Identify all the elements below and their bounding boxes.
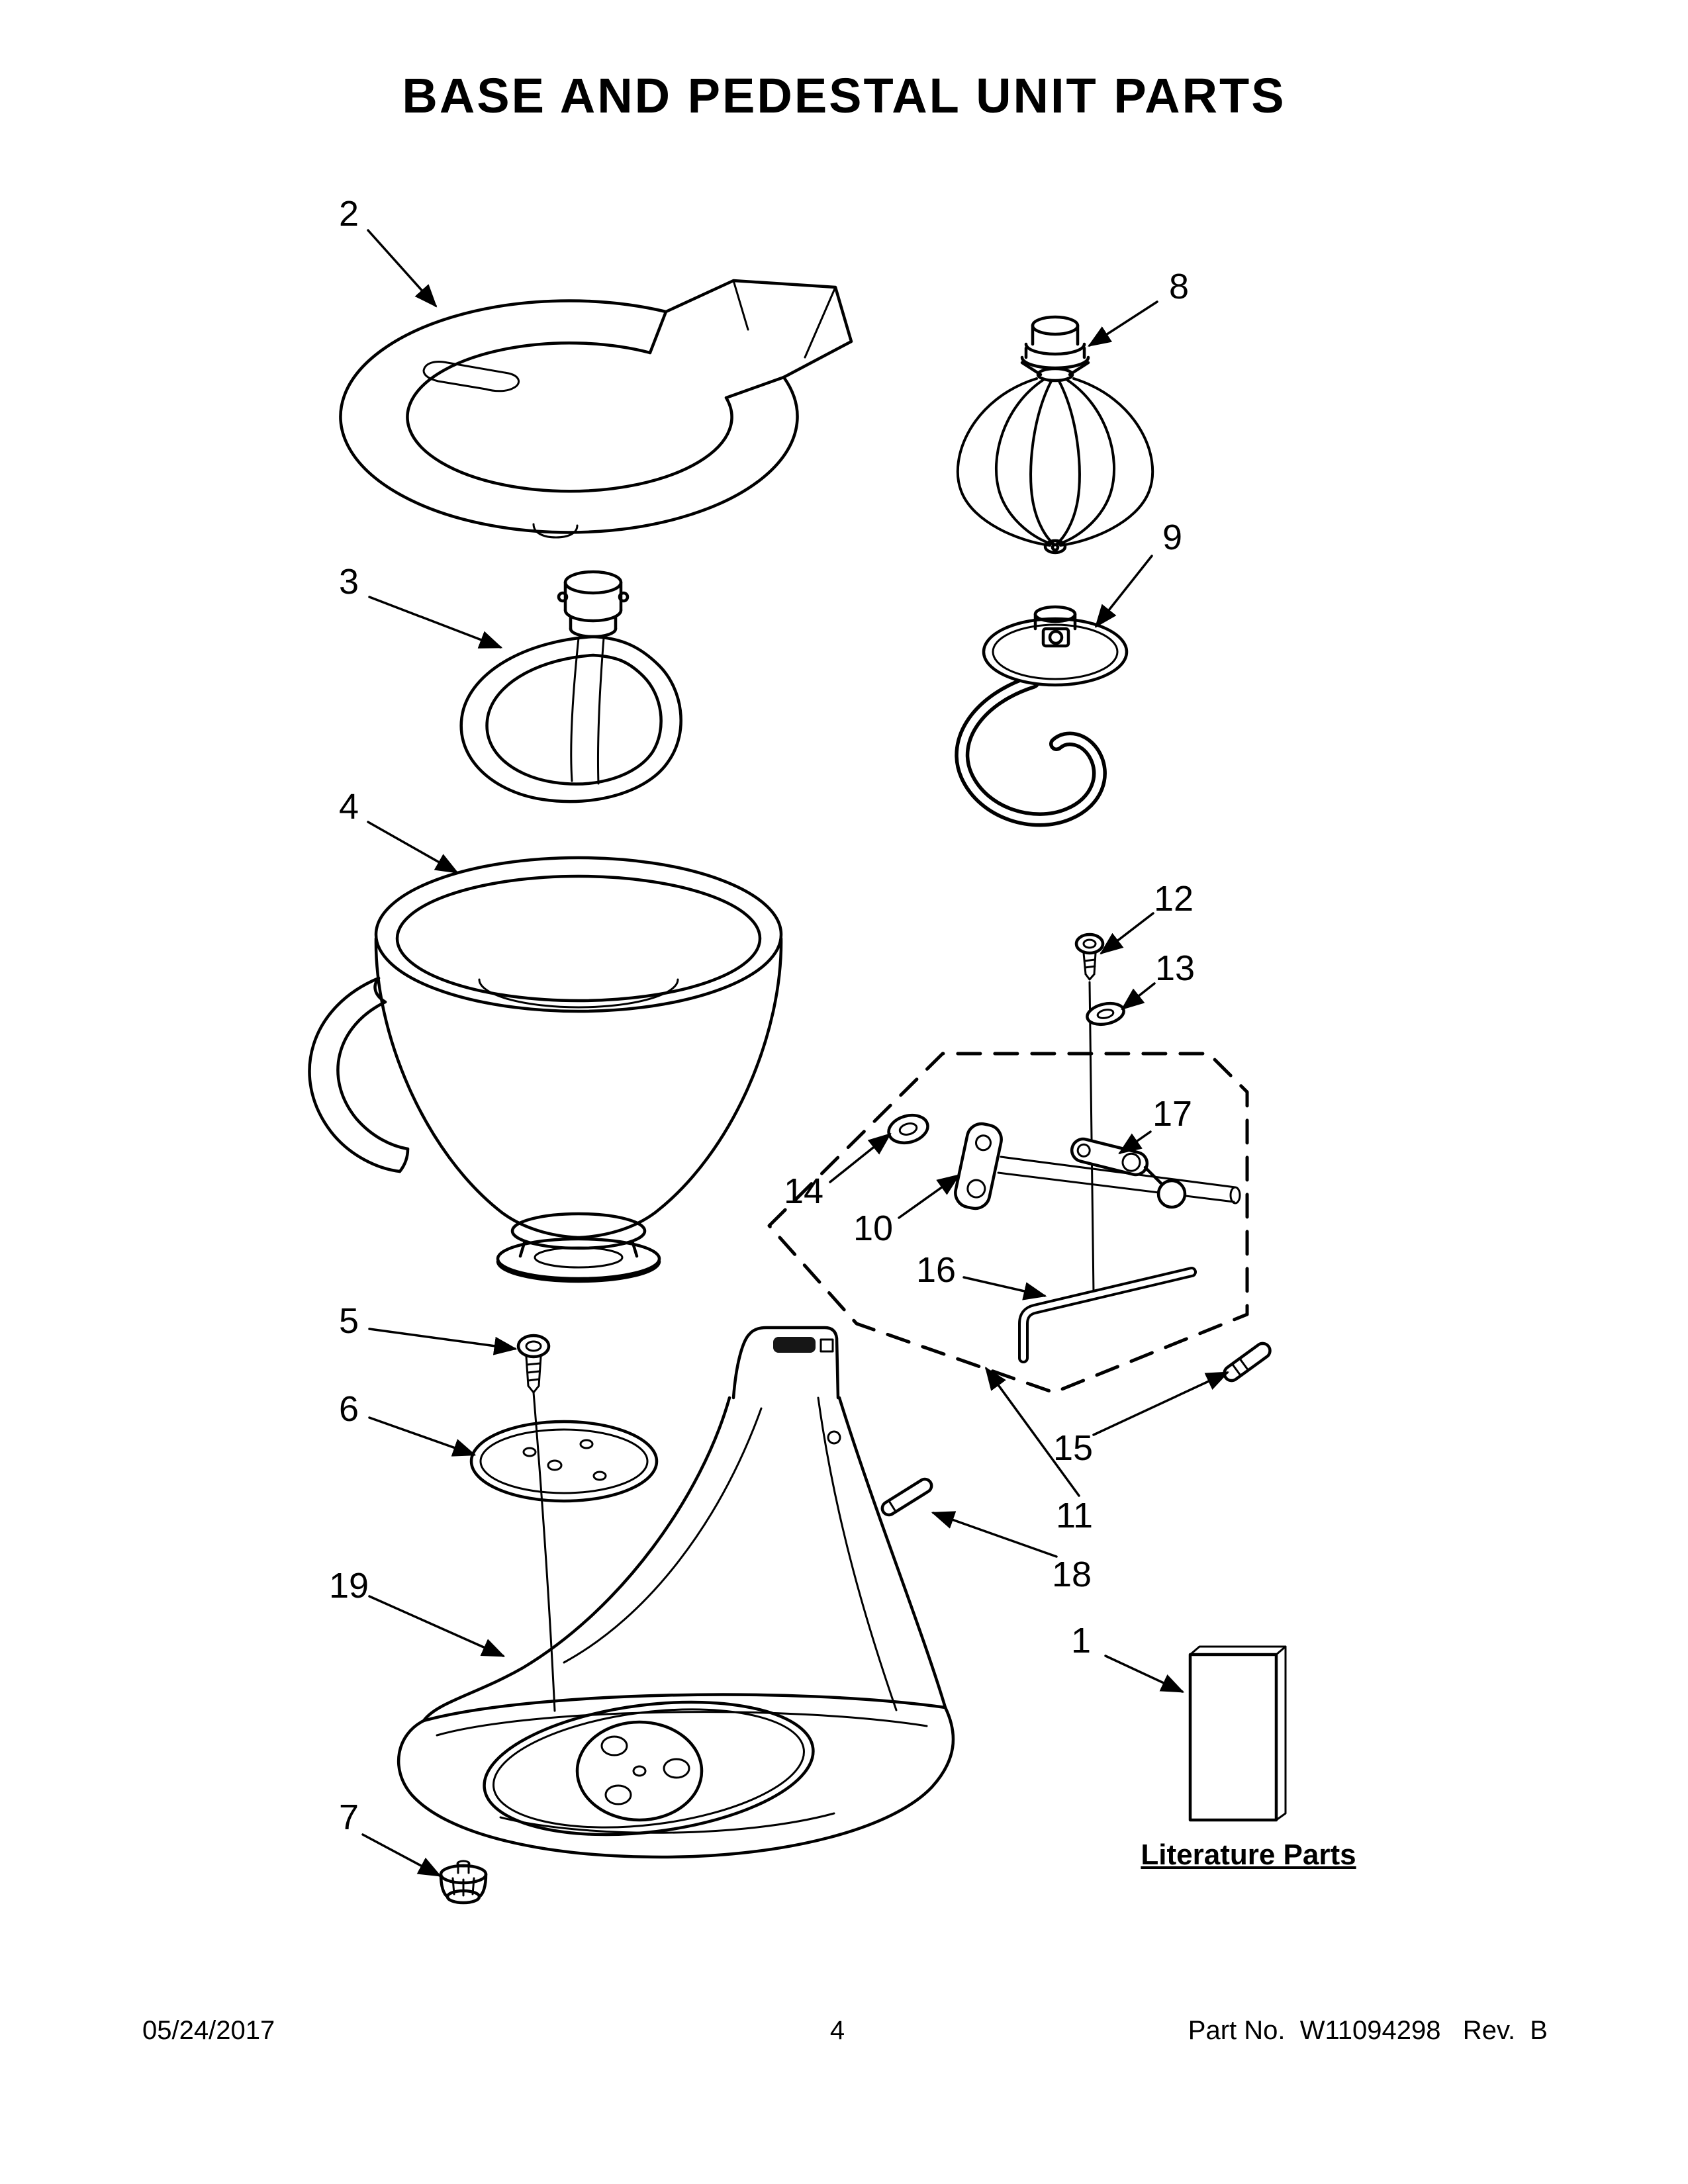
leader-3 (368, 596, 503, 649)
pin-15-drawing (1223, 1342, 1272, 1383)
leader-14 (829, 1132, 892, 1183)
callout-part-2: 2 (338, 194, 359, 234)
leader-17 (1118, 1130, 1152, 1154)
leader-4 (367, 821, 459, 874)
screw-5-drawing (516, 1334, 556, 1712)
wire-whip-drawing (956, 315, 1154, 555)
leader-8 (1088, 300, 1158, 347)
leader-2 (367, 229, 438, 308)
callout-part-6: 6 (338, 1389, 359, 1429)
leader-15 (1092, 1371, 1230, 1436)
foot-drawing (439, 1860, 488, 1905)
footer-part-number: Part No. W11094298 Rev. B (1188, 2016, 1548, 2045)
leader-18 (931, 1511, 1058, 1558)
screw-12-drawing (1074, 933, 1105, 1295)
callout-part-8: 8 (1168, 267, 1190, 306)
leader-1 (1104, 1655, 1185, 1693)
flat-beater-drawing (459, 570, 682, 803)
bracket-10-drawing (954, 1122, 1241, 1210)
leader-13 (1121, 982, 1156, 1011)
callout-part-11: 11 (1055, 1496, 1094, 1535)
callout-part-1: 1 (1070, 1621, 1092, 1661)
footer-page-number: 4 (829, 2016, 845, 2045)
footer-date: 05/24/2017 (142, 2016, 275, 2045)
washer-13-drawing (1086, 1001, 1125, 1026)
leader-19 (368, 1595, 506, 1657)
callout-part-17: 17 (1152, 1094, 1193, 1134)
callout-part-5: 5 (338, 1301, 359, 1341)
leader-7 (361, 1833, 442, 1877)
page-title: BASE AND PEDESTAL UNIT PARTS (402, 68, 1286, 123)
callout-part-16: 16 (915, 1250, 957, 1290)
assembly-dashed-outline (767, 1052, 1249, 1394)
washer-14-drawing (887, 1113, 929, 1145)
screw-alignment-line (532, 1391, 556, 1712)
leader-10 (898, 1173, 961, 1219)
dough-hook-drawing (955, 605, 1129, 827)
pedestal-base-drawing (397, 1326, 955, 1859)
literature-book-drawing (1188, 1645, 1287, 1822)
assembly-alignment-line (1088, 981, 1095, 1295)
callout-part-10: 10 (853, 1208, 894, 1248)
callout-part-14: 14 (783, 1171, 824, 1211)
lever-17-drawing (1070, 1137, 1187, 1209)
callout-part-15: 15 (1053, 1428, 1094, 1468)
leader-lines (361, 229, 1230, 1877)
leader-12 (1100, 912, 1154, 955)
callout-part-3: 3 (338, 562, 359, 602)
callout-part-13: 13 (1154, 948, 1196, 988)
pouring-shield-drawing (339, 279, 853, 539)
leader-11 (984, 1367, 1080, 1497)
leader-16 (962, 1276, 1047, 1300)
leader-6 (368, 1416, 477, 1457)
callout-part-19: 19 (328, 1566, 369, 1606)
mixing-bowl-drawing (308, 856, 783, 1283)
leader-9 (1094, 555, 1153, 628)
base-plate-drawing (469, 1420, 659, 1503)
literature-parts-label: Literature Parts (1141, 1839, 1356, 1871)
callout-part-4: 4 (338, 787, 359, 827)
pin-18-drawing (880, 1477, 933, 1517)
callout-part-12: 12 (1153, 879, 1194, 919)
callout-part-7: 7 (338, 1797, 359, 1837)
callout-part-18: 18 (1051, 1555, 1092, 1594)
callout-part-9: 9 (1162, 518, 1183, 557)
leader-5 (368, 1328, 518, 1355)
rod-16-drawing (1018, 1267, 1197, 1363)
